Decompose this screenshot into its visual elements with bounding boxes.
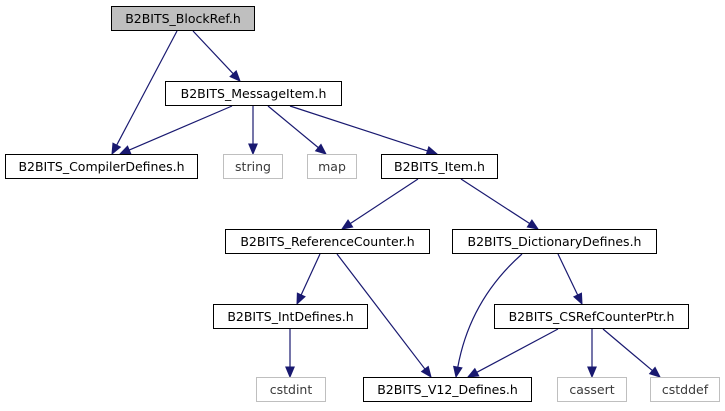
node-b2bits-compilerdefines[interactable]: B2BITS_CompilerDefines.h — [5, 154, 198, 179]
node-string: string — [223, 154, 283, 179]
edge-item-to-referencecounter — [350, 178, 419, 225]
edge-blockref-to-messageitem — [192, 30, 234, 75]
edge-csrefcounterptr-to-v12defines — [476, 328, 559, 373]
arrowhead-messageitem-to-map — [314, 143, 327, 155]
edge-referencecounter-to-intdefines — [300, 253, 321, 296]
edge-referencecounter-to-v12defines — [336, 253, 426, 370]
arrowhead-referencecounter-to-v12defines — [420, 365, 432, 379]
node-cassert: cassert — [557, 377, 627, 402]
node-b2bits-blockref[interactable]: B2BITS_BlockRef.h — [111, 6, 255, 31]
arrowhead-blockref-to-messageitem — [229, 69, 241, 82]
node-b2bits-referencecounter[interactable]: B2BITS_ReferenceCounter.h — [225, 229, 430, 254]
edge-messageitem-to-map — [267, 105, 319, 149]
arrowhead-csrefcounterptr-to-cassert — [587, 366, 597, 379]
edge-dictionarydefines-to-v12defines — [457, 253, 523, 368]
arrowhead-referencecounter-to-intdefines — [296, 292, 306, 306]
node-b2bits-item[interactable]: B2BITS_Item.h — [381, 154, 498, 179]
arrowhead-dictionarydefines-to-csrefcounterptr — [572, 292, 583, 306]
edge-csrefcounterptr-to-cstddef — [602, 328, 653, 372]
node-b2bits-v12-defines[interactable]: B2BITS_V12_Defines.h — [363, 377, 532, 402]
arrowhead-messageitem-to-compilerdefines — [118, 145, 132, 155]
edge-messageitem-to-compilerdefines — [128, 105, 233, 151]
arrowhead-messageitem-to-string — [248, 143, 258, 156]
node-b2bits-dictionarydefines[interactable]: B2BITS_DictionaryDefines.h — [452, 229, 657, 254]
node-b2bits-csrefcounterptr[interactable]: B2BITS_CSRefCounterPtr.h — [494, 304, 689, 329]
arrowhead-csrefcounterptr-to-v12defines — [466, 367, 480, 378]
edge-blockref-to-compilerdefines — [116, 30, 178, 146]
edge-dictionarydefines-to-csrefcounterptr — [557, 253, 579, 296]
node-b2bits-messageitem[interactable]: B2BITS_MessageItem.h — [165, 81, 342, 106]
edge-messageitem-to-item — [289, 105, 428, 152]
edge-item-to-dictionarydefines — [460, 178, 530, 225]
node-cstdint: cstdint — [256, 377, 326, 402]
node-b2bits-intdefines[interactable]: B2BITS_IntDefines.h — [213, 304, 368, 329]
arrowhead-dictionarydefines-to-v12defines — [453, 365, 463, 379]
arrowhead-item-to-referencecounter — [340, 219, 354, 230]
arrowhead-intdefines-to-cstdint — [285, 366, 295, 379]
arrowhead-csrefcounterptr-to-cstddef — [648, 366, 661, 378]
node-cstddef: cstddef — [650, 377, 720, 402]
arrowhead-blockref-to-compilerdefines — [111, 142, 122, 156]
arrowhead-item-to-dictionarydefines — [526, 219, 540, 230]
node-map: map — [307, 154, 357, 179]
